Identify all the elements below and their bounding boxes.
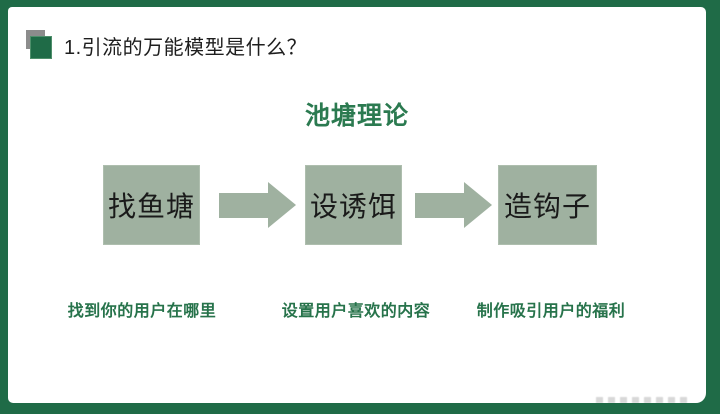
step-caption: 制作吸引用户的福利 (476, 303, 626, 320)
arrow-head (268, 182, 296, 228)
step-box-make-hook: 造钩子 (498, 165, 597, 245)
step-box-set-bait: 设诱饵 (305, 165, 402, 245)
arrow-head (464, 182, 492, 228)
arrow-right-icon (415, 182, 492, 228)
step-box-find-pond: 找鱼塘 (103, 165, 200, 245)
arrow-right-icon (219, 182, 296, 228)
bullet-green-square-icon (30, 36, 52, 59)
step-caption: 设置用户喜欢的内容 (281, 303, 431, 320)
section-heading: 池塘理论 (304, 102, 409, 130)
step-caption: 找到你的用户在哪里 (67, 303, 217, 320)
watermark (596, 397, 692, 403)
slide-title: 1.引流的万能模型是什么？ (64, 37, 308, 59)
arrow-body (415, 192, 464, 218)
arrow-body (219, 192, 268, 218)
